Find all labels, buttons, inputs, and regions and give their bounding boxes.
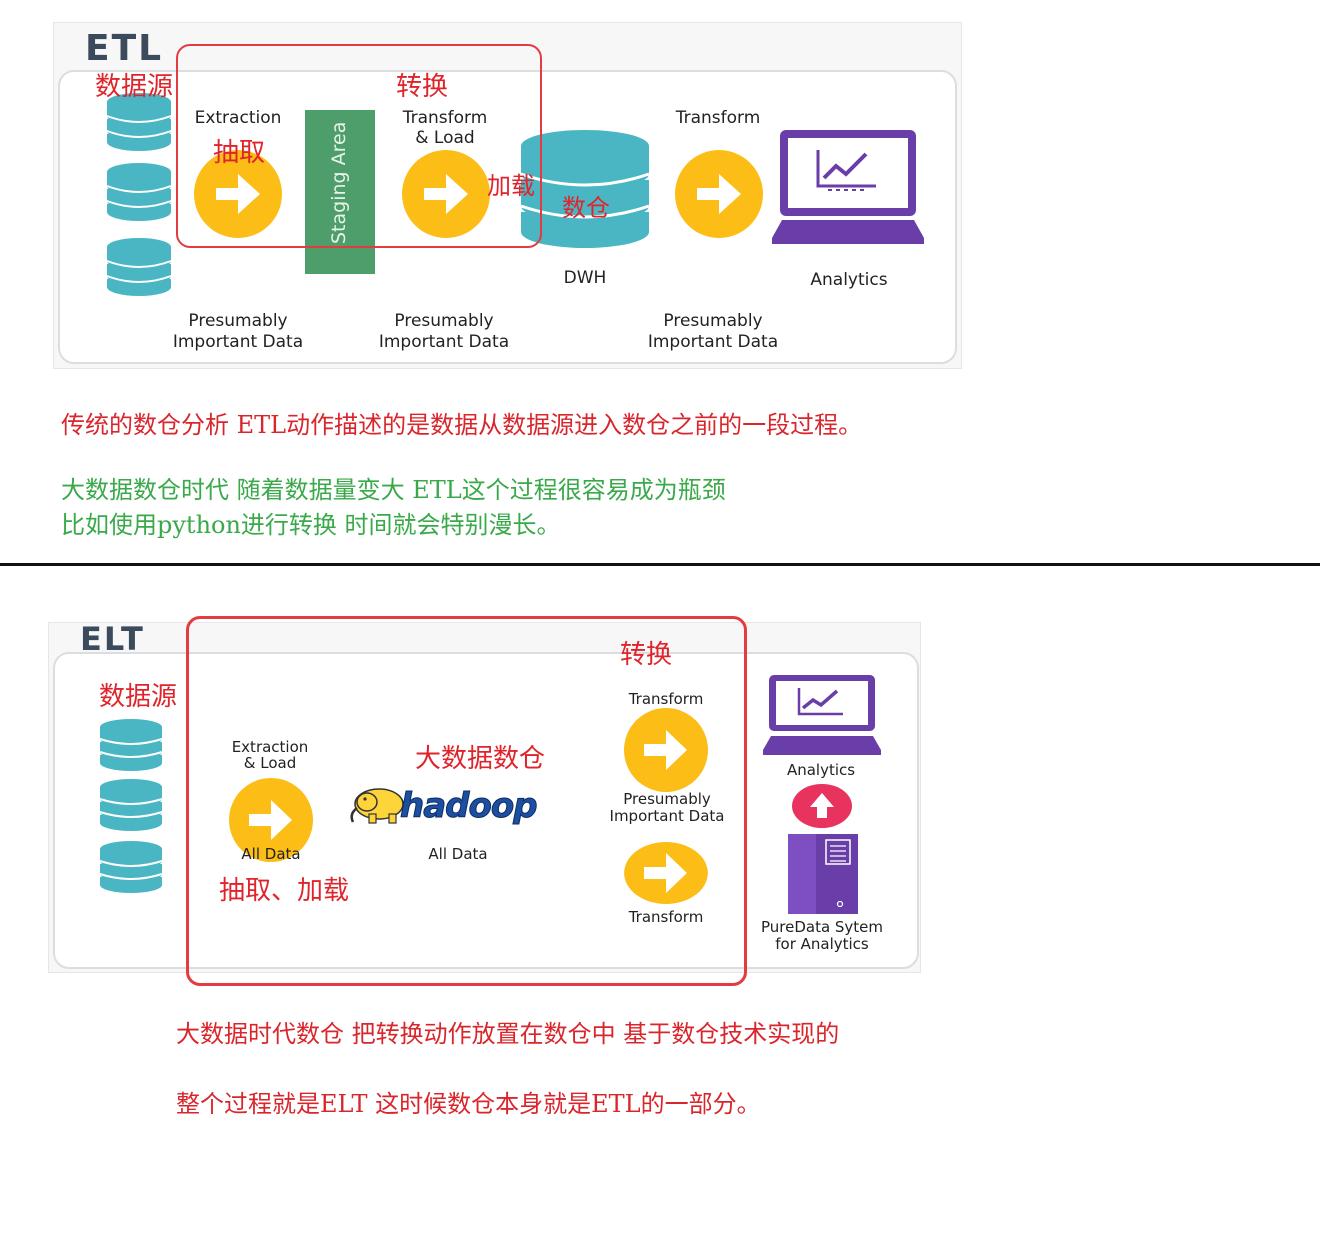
etl-analytics-laptop-icon [772,130,924,244]
elt-presumably-1: Presumably [623,790,711,808]
elt-source-annotation: 数据源 [99,682,178,712]
elt-transform-label-2: Transform [628,908,704,926]
etl-source-databases [106,93,172,296]
etl-extraction-label: Extraction [194,108,282,128]
etl-caption-1b: Important Data [172,332,304,352]
elt-transform-annotation: 转换 [620,640,673,670]
etl-load-annotation: 加载 [487,172,535,200]
elt-transform-label-1: Transform [628,690,704,708]
puredata-server-icon [788,834,858,914]
elt-extraction-label-2: & Load [243,754,297,772]
hadoop-elephant-icon [350,788,404,824]
elt-source-databases [99,719,163,893]
hadoop-logo-text: hadoop [400,786,539,827]
etl-extraction-arrow-icon [194,150,282,238]
etl-source-annotation: 数据源 [95,72,174,102]
etl-dwh-annotation: 数仓 [562,194,610,222]
upload-arrow-icon [792,784,852,828]
elt-annotation-box [186,616,747,986]
elt-transform-arrow-icon-1 [624,708,708,792]
elt-transform-arrow-icon-2 [624,842,708,904]
elt-extract-load-annotation: 抽取、加载 [219,876,350,906]
etl-caption-3b: Important Data [647,332,779,352]
dwh-database-icon [520,130,650,248]
etl-transform-load-label-1: Transform [402,108,488,128]
elt-title: ELT [80,620,145,658]
dwh-label: DWH [563,268,607,288]
etl-note-green-1: 大数据数仓时代 随着数据量变大 ETL这个过程很容易成为瓶颈 [61,476,726,504]
elt-analytics-laptop-icon [763,675,881,755]
etl-transform-label: Transform [675,108,761,128]
elt-analytics-label: Analytics [786,761,856,779]
puredata-label-1: PureData Sytem [760,918,884,936]
etl-caption-2b: Important Data [378,332,510,352]
etl-transform-load-arrow-icon [402,150,490,238]
etl-caption-2a: Presumably [394,311,494,331]
elt-extraction-label-1: Extraction [231,738,309,756]
elt-all-data-1: All Data [241,845,301,863]
puredata-label-2: for Analytics [775,935,869,953]
etl-note-red: 传统的数仓分析 ETL动作描述的是数据从数据源进入数仓之前的一段过程。 [61,411,863,439]
etl-title: ETL [85,28,164,69]
etl-caption-1a: Presumably [188,311,288,331]
section-divider [0,563,1320,566]
elt-bigdata-annotation: 大数据数仓 [415,744,546,774]
elt-extraction-arrow-icon [229,778,313,862]
etl-transform-arrow-icon [675,150,763,238]
etl-analytics-label: Analytics [810,270,888,290]
etl-caption-3a: Presumably [663,311,763,331]
etl-annotation-box [176,44,542,248]
elt-note-1: 大数据时代数仓 把转换动作放置在数仓中 基于数仓技术实现的 [176,1020,840,1048]
etl-transform-annotation: 转换 [396,72,449,102]
etl-transform-load-label-2: & Load [415,128,475,148]
etl-extract-annotation: 抽取 [213,138,266,168]
etl-note-green-2: 比如使用python进行转换 时间就会特别漫长。 [61,511,561,539]
elt-note-2: 整个过程就是ELT 这时候数仓本身就是ETL的一部分。 [176,1090,761,1118]
elt-presumably-2: Important Data [609,807,725,825]
elt-all-data-2: All Data [428,845,488,863]
